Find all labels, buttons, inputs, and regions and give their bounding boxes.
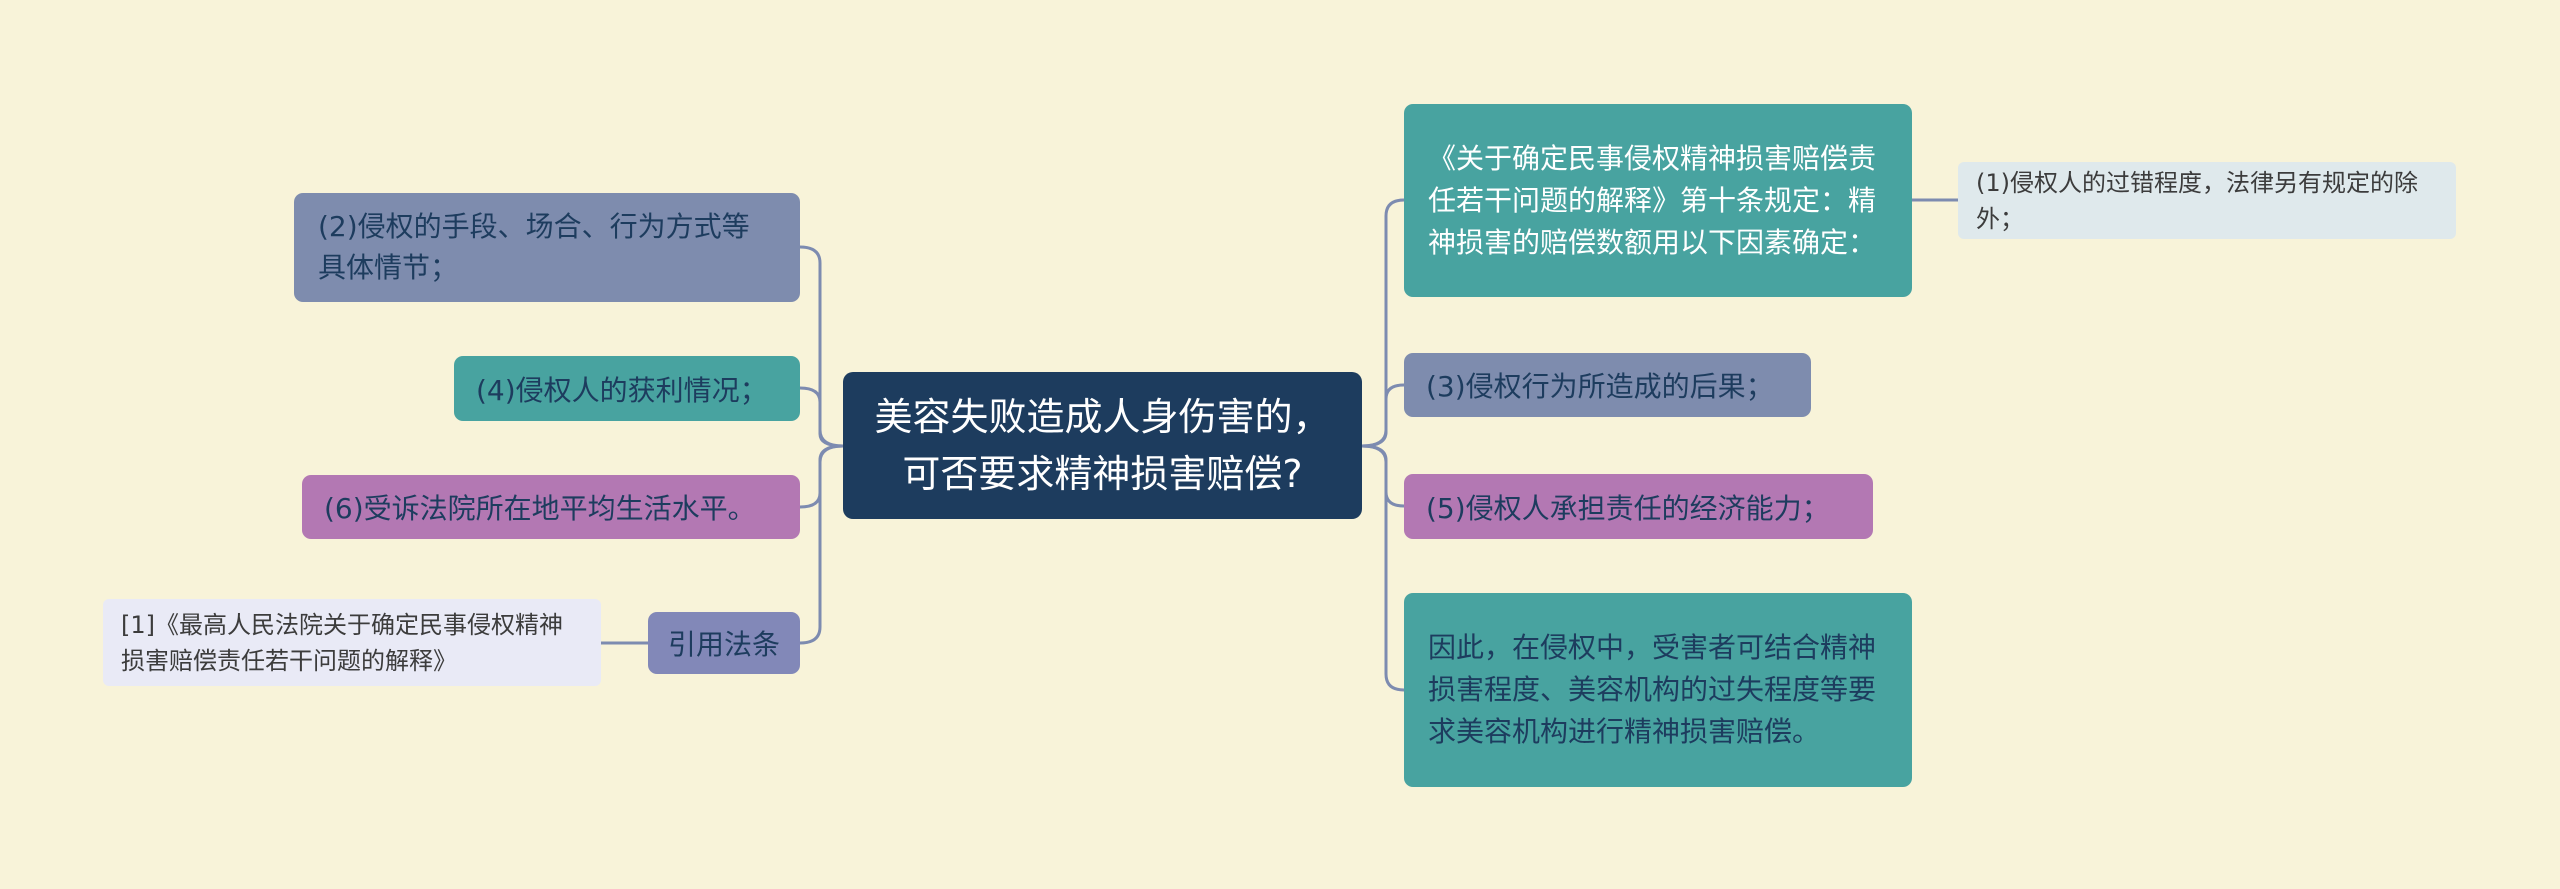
factor-5-label: (5)侵权人承担责任的经济能力； (1426, 491, 1830, 525)
cited-statute-label-text: 引用法条 (667, 628, 780, 661)
edge-center-to-conclusion (1360, 444, 1406, 692)
conclusion-text: 因此，在侵权中，受害者可结合精神损害程度、美容机构的过失程度等要求美容机构进行精… (1428, 631, 1877, 748)
center-topic-label: 美容失败造成人身伤害的，可否要求精神损害赔偿? (874, 394, 1331, 496)
node-rule-article-10: 《关于确定民事侵权精神损害赔偿责任若干问题的解释》第十条规定：精神损害的赔偿数额… (1404, 104, 1912, 297)
node-center-topic: 美容失败造成人身伤害的，可否要求精神损害赔偿? (843, 372, 1362, 519)
edge-center-to-citelabel (798, 444, 845, 645)
factor-3-label: (3)侵权行为所造成的后果； (1426, 370, 1774, 403)
edge-center-to-right3 (1360, 383, 1406, 448)
node-factor-4: (4)侵权人的获利情况； (454, 356, 800, 421)
node-factor-5: (5)侵权人承担责任的经济能力； (1404, 474, 1873, 539)
node-factor-6: (6)受诉法院所在地平均生活水平。 (302, 475, 800, 539)
edge-center-to-left4 (798, 386, 845, 448)
rule-article-10-text: 《关于确定民事侵权精神损害赔偿责任若干问题的解释》第十条规定：精神损害的赔偿数额… (1428, 141, 1877, 259)
node-factor-1: (1)侵权人的过错程度，法律另有规定的除外； (1958, 162, 2456, 239)
citation-reference-text: [1]《最高人民法院关于确定民事侵权精神损害赔偿责任若干问题的解释》 (121, 610, 563, 675)
node-cited-statute-label: 引用法条 (648, 612, 800, 674)
edge-center-to-rule (1360, 198, 1406, 448)
node-citation-reference: [1]《最高人民法院关于确定民事侵权精神损害赔偿责任若干问题的解释》 (103, 599, 601, 686)
factor-2-label: (2)侵权的手段、场合、行为方式等具体情节； (318, 209, 750, 284)
factor-1-label: (1)侵权人的过错程度，法律另有规定的除外； (1976, 168, 2418, 233)
node-conclusion: 因此，在侵权中，受害者可结合精神损害程度、美容机构的过失程度等要求美容机构进行精… (1404, 593, 1912, 787)
factor-6-label: (6)受诉法院所在地平均生活水平。 (324, 492, 756, 525)
node-factor-3: (3)侵权行为所造成的后果； (1404, 353, 1811, 417)
node-factor-2: (2)侵权的手段、场合、行为方式等具体情节； (294, 193, 800, 302)
factor-4-label: (4)侵权人的获利情况； (476, 373, 768, 407)
